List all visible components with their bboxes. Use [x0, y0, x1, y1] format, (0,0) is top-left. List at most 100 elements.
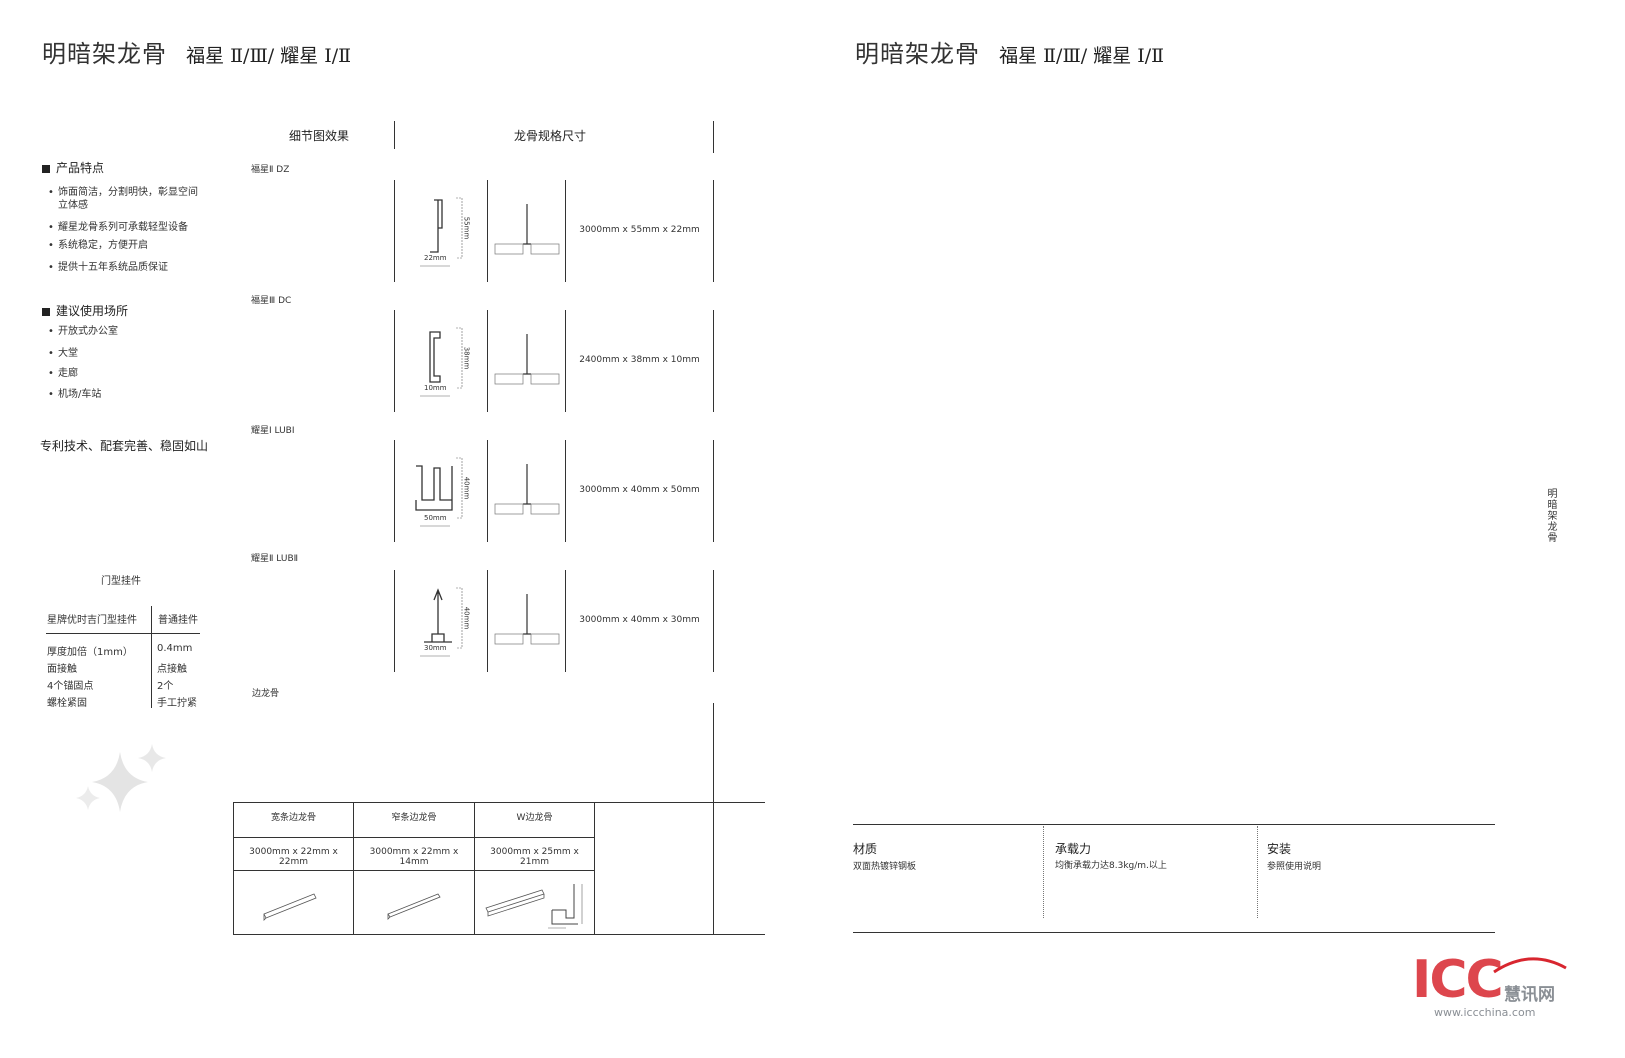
- edge-divider: [713, 703, 714, 935]
- profile-section-drawing: [420, 587, 463, 657]
- product-name: 耀星Ⅰ LUBⅠ: [251, 426, 295, 436]
- product-name: 福星Ⅲ DC: [251, 296, 292, 306]
- edge-size: 3000mm x 22mm x 22mm: [249, 847, 338, 867]
- dimension-height: 55mm: [462, 216, 471, 240]
- edge-size: 3000mm x 22mm x 14mm: [369, 847, 459, 867]
- features-heading: 产品特点: [42, 159, 104, 176]
- w-edge-profile-drawing: [485, 884, 583, 929]
- installed-effect-drawing: [494, 464, 560, 515]
- header-divider: [394, 121, 395, 149]
- watermark-name: 慧讯网: [1504, 985, 1555, 1005]
- edge-label: 边龙骨: [252, 689, 280, 699]
- door-table-header: 普通挂件: [158, 615, 198, 626]
- left-page-header: 明暗架龙骨 福星 Ⅱ/Ⅲ/ 耀星 Ⅰ/Ⅱ: [42, 34, 351, 69]
- row-divider: [713, 180, 714, 282]
- watermark-swoosh-icon: [1493, 957, 1567, 974]
- door-cell: 点接触: [157, 664, 187, 675]
- edge-table-col: [353, 802, 354, 934]
- page-subtitle: 福星 Ⅱ/Ⅲ/ 耀星 Ⅰ/Ⅱ: [186, 45, 352, 67]
- door-cell: 0.4mm: [157, 643, 193, 654]
- edge-table-bottom: [233, 934, 765, 935]
- profile-section-drawing: [420, 197, 463, 267]
- watermark-url: www.iccchina.com: [1434, 1006, 1536, 1019]
- installed-effect-drawing: [494, 204, 560, 255]
- watermark-brand: ICC: [1412, 950, 1504, 1010]
- slogan: 专利技术、配套完善、稳固如山: [40, 439, 209, 453]
- wide-edge-profile-drawing: [263, 893, 317, 921]
- door-table-title: 门型挂件: [101, 576, 141, 587]
- dimension-width: 10mm: [424, 384, 447, 392]
- row-divider: [487, 310, 488, 412]
- product-name: 耀星Ⅱ LUBⅡ: [251, 554, 299, 564]
- row-divider: [487, 570, 488, 672]
- row-divider: [713, 570, 714, 672]
- info-divider: [1257, 826, 1258, 918]
- edge-header: W边龙骨: [516, 813, 553, 823]
- page-title: 明暗架龙骨: [855, 40, 980, 68]
- edge-header: 窄条边龙骨: [391, 813, 437, 823]
- feature-item: 耀星龙骨系列可承载轻型设备: [48, 221, 218, 234]
- product-size: 3000mm x 40mm x 30mm: [579, 615, 700, 625]
- row-divider: [565, 570, 566, 672]
- info-value-load: 均衡承载力达8.3kg/m.以上: [1055, 861, 1167, 871]
- watermark-logo: ICC 慧讯网 www.iccchina.com: [1412, 950, 1572, 1020]
- edge-table-col: [233, 802, 234, 934]
- product-size: 3000mm x 40mm x 50mm: [579, 485, 700, 495]
- narrow-edge-profile-drawing: [387, 893, 441, 920]
- info-divider: [1043, 826, 1044, 918]
- info-label-material: 材质: [853, 842, 878, 856]
- info-bottom-rule: [853, 932, 1495, 933]
- row-divider: [394, 310, 395, 412]
- row-divider: [394, 570, 395, 672]
- edge-table-top: [233, 802, 765, 803]
- page-title: 明暗架龙骨: [42, 40, 167, 68]
- product-name: 福星Ⅱ DZ: [251, 165, 290, 175]
- dimension-height: 40mm: [462, 476, 471, 500]
- edge-table-rule: [233, 837, 595, 838]
- row-divider: [487, 180, 488, 282]
- dimension-height: 40mm: [462, 606, 471, 630]
- edge-table-col: [474, 802, 475, 934]
- door-cell: 4个锚固点: [47, 681, 94, 692]
- profile-section-drawing: [420, 327, 463, 397]
- edge-size: 3000mm x 25mm x 21mm: [490, 847, 579, 867]
- profile-section-drawing: [415, 457, 463, 527]
- info-label-install: 安装: [1267, 842, 1292, 856]
- door-table-header: 星牌优时吉门型挂件: [47, 615, 137, 626]
- row-divider: [713, 310, 714, 412]
- door-cell: 面接触: [47, 664, 77, 675]
- square-bullet-icon: [42, 164, 50, 173]
- edge-table-rule: [233, 870, 595, 871]
- col-header-size: 龙骨规格尺寸: [514, 129, 587, 143]
- square-bullet-icon: [42, 307, 50, 316]
- usage-item: 走廊: [48, 367, 78, 380]
- installed-effect-drawing: [494, 334, 560, 385]
- page-subtitle: 福星 Ⅱ/Ⅲ/ 耀星 Ⅰ/Ⅱ: [999, 45, 1165, 67]
- feature-item: 系统稳定，方便开启: [48, 239, 218, 252]
- info-value-material: 双面热镀锌钢板: [853, 862, 917, 872]
- dimension-width: 50mm: [424, 514, 447, 522]
- row-divider: [565, 440, 566, 542]
- door-cell: 2个: [157, 681, 174, 692]
- dimension-height: 38mm: [462, 346, 471, 370]
- row-divider: [394, 180, 395, 282]
- door-table-divider: [151, 606, 152, 708]
- door-cell: 手工拧紧: [157, 698, 197, 709]
- right-page-header: 明暗架龙骨 福星 Ⅱ/Ⅲ/ 耀星 Ⅰ/Ⅱ: [855, 34, 1164, 69]
- product-size: 3000mm x 55mm x 22mm: [579, 225, 700, 235]
- row-divider: [565, 180, 566, 282]
- edge-header: 宽条边龙骨: [270, 813, 316, 823]
- dimension-width: 22mm: [424, 254, 447, 262]
- sparkle-icon: [76, 744, 166, 812]
- row-divider: [487, 440, 488, 542]
- row-divider: [394, 440, 395, 542]
- usage-item: 机场/车站: [48, 388, 101, 401]
- usage-item: 开放式办公室: [48, 325, 118, 338]
- installed-effect-drawing: [494, 594, 560, 645]
- header-divider: [713, 121, 714, 153]
- usage-item: 大堂: [48, 347, 78, 360]
- row-divider: [713, 440, 714, 542]
- product-size: 2400mm x 38mm x 10mm: [579, 355, 700, 365]
- col-header-detail: 细节图效果: [289, 129, 350, 143]
- info-value-install: 参照使用说明: [1267, 862, 1322, 872]
